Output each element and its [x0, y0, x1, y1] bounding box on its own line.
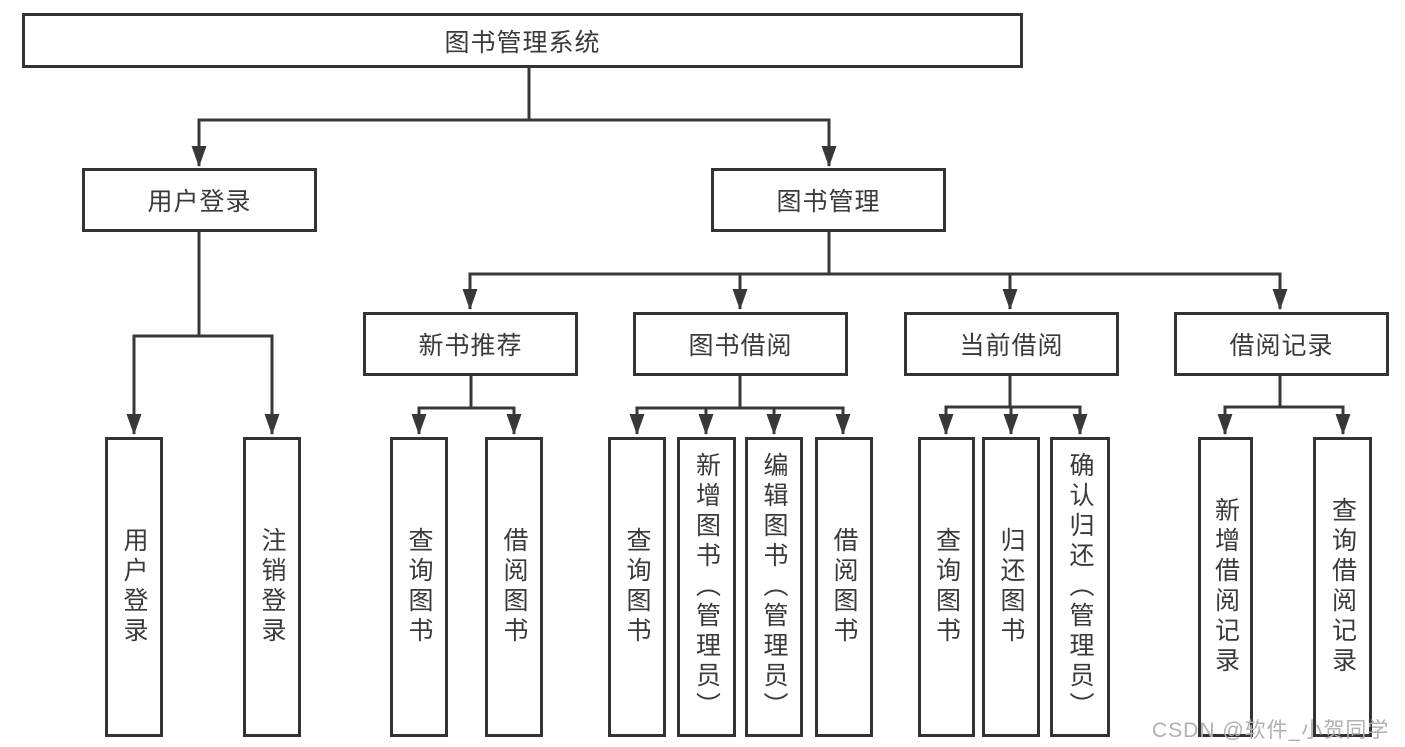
- node-user-login-branch: 用户登录: [82, 168, 317, 232]
- node-label: 编辑图书（管理员）: [760, 452, 788, 722]
- node-label: 用户登录: [147, 188, 252, 216]
- node-label: 新增借阅记录: [1211, 497, 1240, 677]
- node-return-books: 归还图书: [982, 437, 1040, 737]
- node-edit-books-admin: 编辑图书（管理员）: [745, 437, 803, 737]
- connector-book-to-sections: [462, 231, 1288, 310]
- connector-newbook-children: [411, 375, 522, 435]
- node-confirm-return-admin: 确认归还（管理员）: [1050, 437, 1110, 737]
- node-label: 图书管理: [776, 188, 881, 216]
- node-query-borrow-record: 查询借阅记录: [1313, 437, 1372, 737]
- node-label: 图书借阅: [688, 332, 793, 360]
- node-label: 当前借阅: [959, 332, 1064, 360]
- node-current-borrowing: 当前借阅: [904, 312, 1119, 376]
- node-borrow-books-2: 借阅图书: [815, 437, 873, 737]
- node-label: 借阅记录: [1229, 332, 1334, 360]
- node-borrow-books-1: 借阅图书: [485, 437, 543, 737]
- node-root-system: 图书管理系统: [22, 13, 1023, 68]
- node-user-login-leaf: 用户登录: [105, 437, 163, 737]
- connector-current-children: [938, 375, 1088, 435]
- node-label: 查询图书: [932, 527, 961, 647]
- node-label: 新增图书（管理员）: [692, 452, 721, 722]
- node-add-borrow-record: 新增借阅记录: [1198, 437, 1253, 737]
- node-borrowing-records: 借阅记录: [1174, 312, 1389, 376]
- node-label: 查询图书: [623, 527, 651, 647]
- node-query-books-2: 查询图书: [608, 437, 666, 737]
- node-query-books-1: 查询图书: [390, 437, 448, 737]
- node-logout-leaf: 注销登录: [243, 437, 301, 737]
- connector-borrow-children: [629, 375, 851, 435]
- node-add-books-admin: 新增图书（管理员）: [677, 437, 736, 737]
- node-book-borrowing: 图书借阅: [633, 312, 848, 376]
- node-label: 借阅图书: [500, 527, 528, 647]
- node-label: 查询借阅记录: [1328, 497, 1357, 677]
- connector-root-to-level2: [191, 66, 837, 167]
- node-label: 注销登录: [258, 527, 286, 647]
- node-query-books-3: 查询图书: [918, 437, 975, 737]
- connector-user-branch: [126, 231, 280, 435]
- node-label: 查询图书: [405, 527, 433, 647]
- node-label: 确认归还（管理员）: [1066, 452, 1094, 722]
- node-new-book-recommend: 新书推荐: [363, 312, 578, 376]
- node-label: 归还图书: [997, 527, 1025, 647]
- node-label: 用户登录: [120, 527, 148, 647]
- csdn-watermark: CSDN @软件_小贺同学: [1152, 719, 1390, 742]
- node-book-management: 图书管理: [711, 168, 946, 232]
- node-label: 图书管理系统: [444, 28, 601, 57]
- node-label: 新书推荐: [418, 332, 523, 360]
- connector-record-children: [1217, 375, 1351, 435]
- node-label: 借阅图书: [830, 527, 858, 647]
